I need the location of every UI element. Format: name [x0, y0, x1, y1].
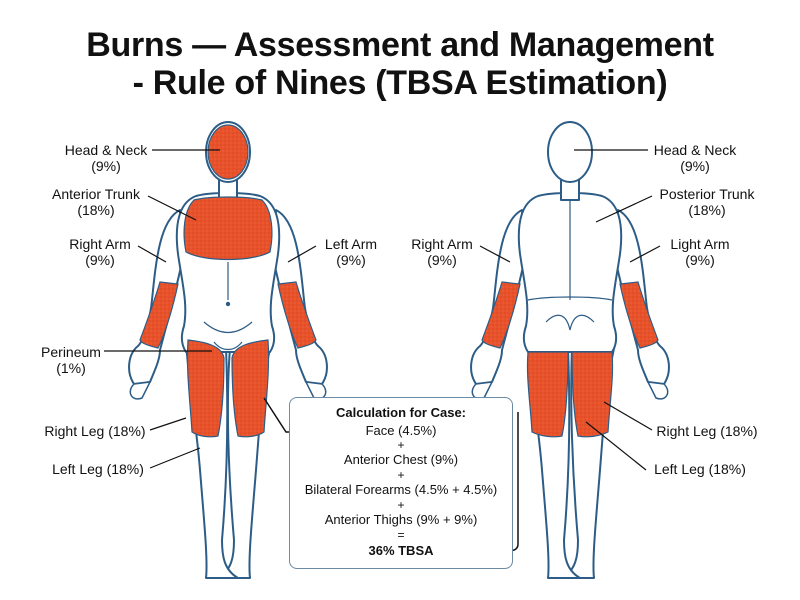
- page-title-line-2: - Rule of Nines (TBSA Estimation): [132, 64, 668, 102]
- label-back-head-neck: Head & Neck (9%): [648, 142, 742, 174]
- label-front-perineum-pct: (1%): [56, 360, 86, 376]
- label-back-right-leg: Right Leg (18%): [656, 423, 758, 439]
- calc-face: Face (4.5%): [365, 423, 437, 438]
- label-front-head-neck-pct: (9%): [91, 158, 121, 174]
- label-front-anterior-trunk-name: Anterior Trunk: [52, 186, 140, 202]
- leader-lines: [104, 149, 661, 471]
- front-hand-right: [129, 381, 152, 400]
- calc-anterior-thighs: Anterior Thighs (9% + 9%): [324, 512, 478, 527]
- label-front-anterior-trunk: Anterior Trunk (18%): [44, 186, 148, 218]
- label-front-right-arm-name: Right Arm: [69, 236, 131, 252]
- calc-heading: Calculation for Case:: [335, 405, 467, 420]
- label-back-light-arm: Light Arm (9%): [660, 236, 740, 268]
- burn-left-thigh: [231, 339, 270, 438]
- label-front-head-neck-name: Head & Neck: [64, 142, 148, 158]
- calc-anterior-chest: Anterior Chest (9%): [343, 452, 459, 467]
- label-back-light-arm-name: Light Arm: [670, 236, 730, 252]
- back-burn-regions: [481, 281, 659, 438]
- calc-bilateral-forearms: Bilateral Forearms (4.5% + 4.5%): [304, 482, 498, 497]
- label-back-posterior-trunk-pct: (18%): [688, 202, 726, 218]
- label-back-posterior-trunk: Posterior Trunk (18%): [652, 186, 762, 218]
- label-back-right-arm-pct: (9%): [427, 252, 457, 268]
- label-front-perineum-name: Perineum: [41, 344, 101, 360]
- back-hand-left: [646, 381, 669, 400]
- label-front-left-arm: Left Arm (9%): [316, 236, 386, 268]
- front-detail-lines: [203, 262, 253, 351]
- label-back-right-arm-name: Right Arm: [411, 236, 473, 252]
- label-front-right-arm-pct: (9%): [85, 252, 115, 268]
- label-back-left-leg: Left Leg (18%): [654, 461, 746, 477]
- label-front-head-neck: Head & Neck (9%): [60, 142, 152, 174]
- label-back-posterior-trunk-name: Posterior Trunk: [659, 186, 755, 202]
- burn-face: [207, 124, 249, 180]
- back-burn-right-thigh: [526, 351, 569, 438]
- burn-anterior-chest: [183, 196, 273, 261]
- back-burn-right-forearm: [481, 281, 521, 349]
- back-head-outline: [547, 121, 593, 183]
- label-front-perineum: Perineum (1%): [38, 344, 104, 376]
- burn-right-forearm: [139, 281, 179, 349]
- back-burn-left-thigh: [571, 351, 614, 438]
- label-front-anterior-trunk-pct: (18%): [77, 202, 115, 218]
- calc-equals: =: [397, 528, 405, 542]
- label-front-right-arm: Right Arm (9%): [62, 236, 138, 268]
- label-front-left-leg: Left Leg (18%): [52, 461, 144, 477]
- label-back-light-arm-pct: (9%): [685, 252, 715, 268]
- label-back-head-neck-pct: (9%): [680, 158, 710, 174]
- label-front-left-arm-name: Left Arm: [324, 236, 378, 252]
- burn-right-thigh: [186, 339, 225, 438]
- calc-plus-1: +: [397, 438, 405, 452]
- calc-plus-3: +: [397, 498, 405, 512]
- label-back-right-arm: Right Arm (9%): [404, 236, 480, 268]
- burn-left-forearm: [277, 281, 317, 349]
- page-title-line-1: Burns — Assessment and Management: [86, 26, 714, 64]
- calc-plus-2: +: [397, 468, 405, 482]
- label-front-right-leg: Right Leg (18%): [44, 423, 146, 439]
- front-burn-regions: [139, 124, 317, 438]
- label-front-left-arm-pct: (9%): [336, 252, 366, 268]
- calculation-box: Calculation for Case: Face (4.5%) + Ante…: [289, 397, 513, 569]
- back-detail-lines: [527, 200, 613, 331]
- calc-total: 36% TBSA: [368, 543, 434, 558]
- back-burn-left-forearm: [619, 281, 659, 349]
- label-back-head-neck-name: Head & Neck: [653, 142, 737, 158]
